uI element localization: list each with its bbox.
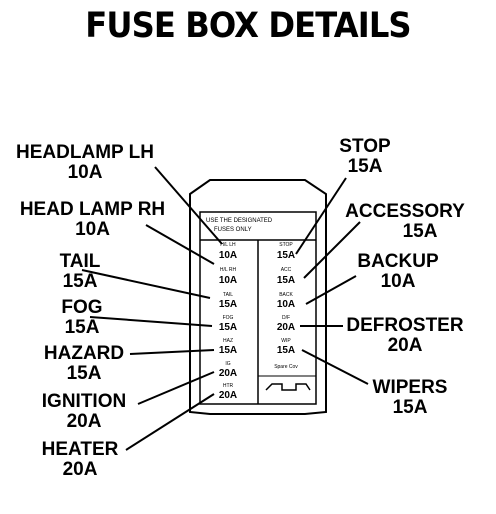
connector-symbol <box>265 383 311 391</box>
fuse-cell-label: HTR <box>222 383 234 389</box>
fuse-cell-amp: 10A <box>218 250 238 261</box>
fuse-cell-label: STOP <box>279 242 293 248</box>
fuse-cell-label: BACK <box>279 292 293 298</box>
leader-line-wipers <box>301 349 369 385</box>
fuse-cell-label: H/L LH <box>220 242 236 248</box>
fuse-cell-amp: 15A <box>218 322 238 333</box>
fuse-cell-label: IG <box>225 361 231 367</box>
leader-line-headlamp-rh <box>145 224 215 265</box>
fuse-cell-amp: 15A <box>218 299 238 310</box>
fuse-cell-label: H/L RH <box>219 267 237 273</box>
leader-line-tail <box>81 269 211 299</box>
fuse-cell-label: ACC <box>280 267 292 273</box>
leader-line-headlamp-lh <box>154 166 223 245</box>
leader-line-hazard <box>129 349 215 355</box>
leader-line-stop <box>295 177 347 255</box>
fuse-cell-amp: 15A <box>276 250 296 261</box>
fuse-cell-label: WIP <box>281 338 291 344</box>
box-header-line-1: USE THE DESIGNATED <box>206 218 273 224</box>
fuse-cell-amp: 10A <box>276 299 296 310</box>
leader-line-fog <box>89 316 213 327</box>
fuse-cell-amp: 20A <box>218 390 238 401</box>
box-header-line-2: FUSES ONLY <box>214 227 252 233</box>
diagram-title: FUSE BOX DETAILS <box>85 6 411 46</box>
fuse-cell-amp: 10A <box>218 275 238 286</box>
leader-line-accessory <box>303 221 361 279</box>
fuse-cell-amp: 15A <box>276 345 296 356</box>
leader-line-ignition <box>137 371 215 405</box>
leader-line-heater <box>125 393 215 451</box>
fuse-cell-amp: 15A <box>276 275 296 286</box>
fuse-cell-label: D/F <box>281 315 291 321</box>
leader-line-backup <box>305 275 357 305</box>
fuse-box-outline <box>189 179 327 415</box>
fuse-cell-label: TAIL <box>222 292 234 298</box>
fuse-cell-amp: 20A <box>276 322 296 333</box>
fuse-cell-amp: 20A <box>218 368 238 379</box>
spare-cover-label: Spare Cov <box>274 364 298 370</box>
fuse-cell-label: FOG <box>222 315 234 321</box>
fuse-cell-amp: 15A <box>218 345 238 356</box>
fuse-cell-label: HAZ <box>223 338 233 344</box>
